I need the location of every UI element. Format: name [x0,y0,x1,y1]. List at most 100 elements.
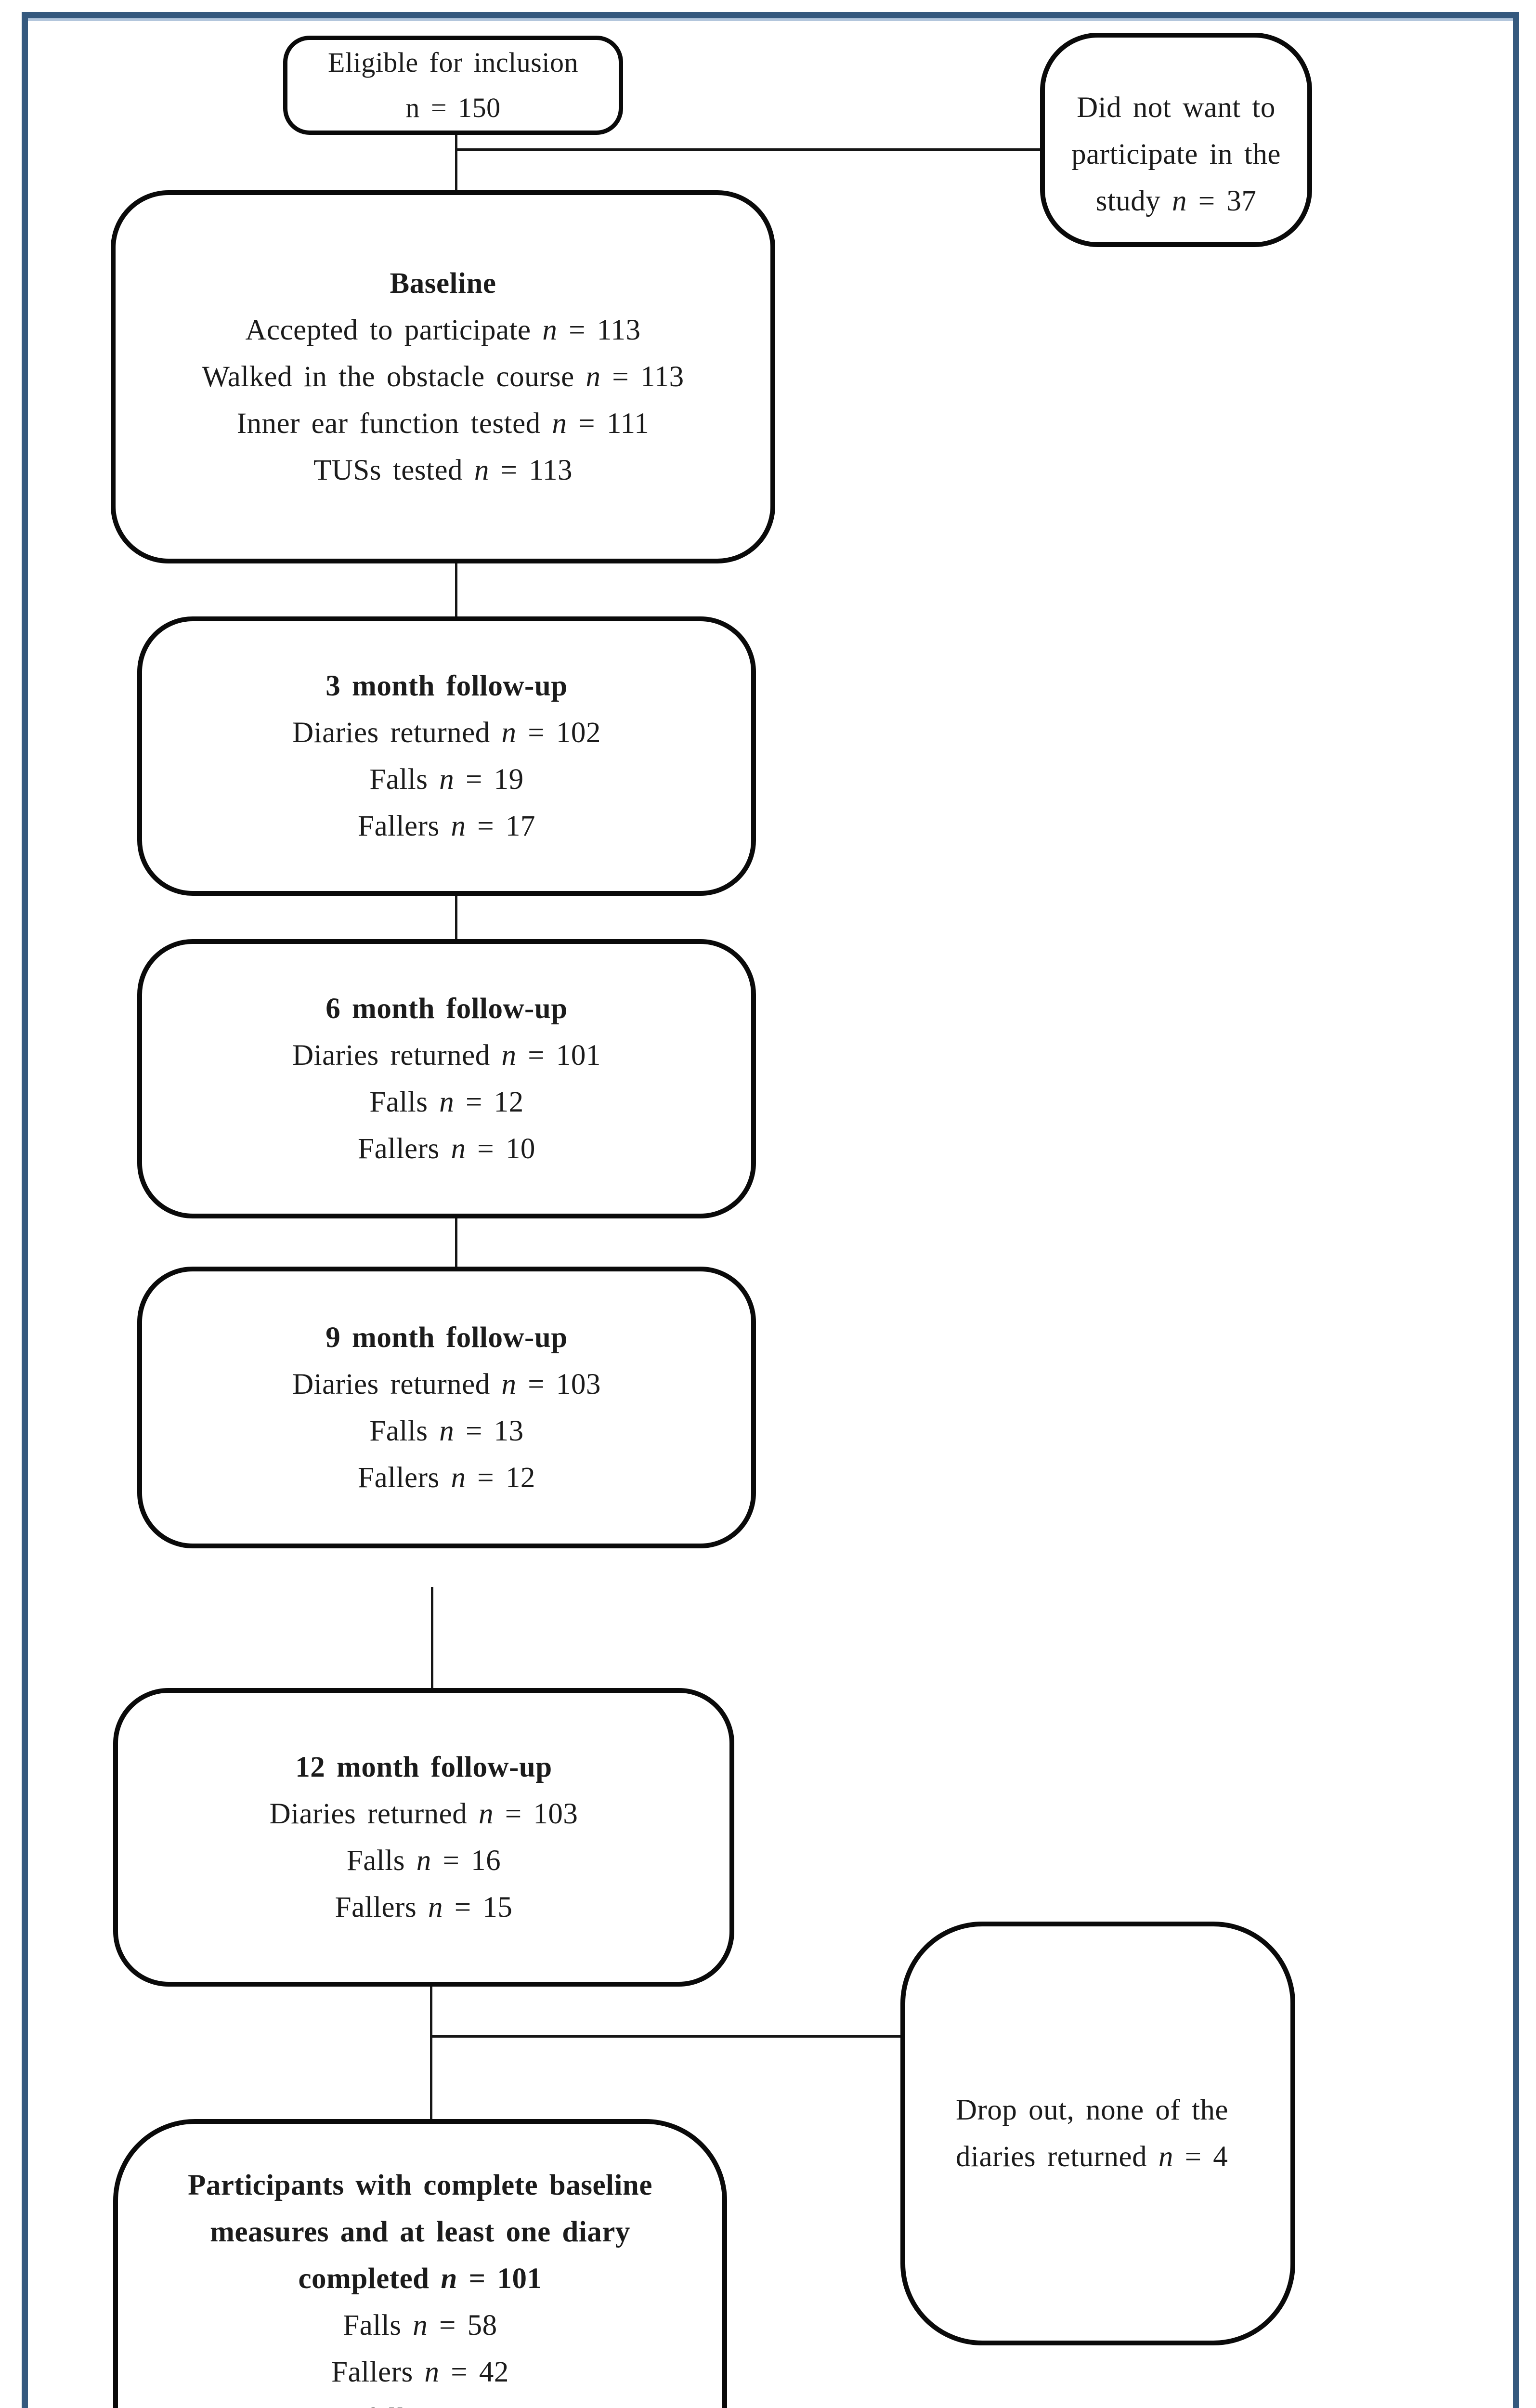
text-segment: = 58 [428,2309,497,2342]
text-segment: = 113 [557,314,641,346]
text-segment: Eligible for inclusion [328,47,578,78]
connector-baseline-to-3month [455,562,457,618]
text-segment: 6 month follow-up [325,993,568,1025]
text-line: Fallers n = 10 [358,1125,535,1172]
text-line: 12 month follow-up [295,1744,552,1791]
text-segment: completed [298,2263,441,2295]
text-line: Fallers n = 15 [335,1884,513,1931]
text-segment: = 37 [1187,185,1257,217]
text-segment: Fallers [331,2356,425,2388]
text-segment: Diaries returned [292,717,502,749]
text-segment: = 113 [489,454,573,486]
text-segment: 12 month follow-up [295,1751,552,1783]
text-segment: = 4 [1173,2141,1228,2173]
text-segment: diaries returned [956,2141,1159,2173]
text-segment: Did not want to [1077,92,1276,124]
text-segment: Falls [369,1086,440,1118]
text-line: Falls n = 58 [343,2302,497,2349]
box-eligible-for-inclusion: Eligible for inclusion n = 150 [283,36,623,135]
text-line: participate in the [1071,131,1281,178]
text-segment: Falls [343,2309,413,2342]
text-segment: n [428,1891,443,1924]
text-line: study n = 37 [1096,178,1257,224]
text-segment: = 111 [567,407,650,440]
text-segment: n [586,361,601,393]
text-segment: measures and at least one diary [210,2216,630,2248]
text-line: 6 month follow-up [325,985,567,1032]
text-segment: Walked in the obstacle course [202,361,586,393]
text-segment: n [501,1039,517,1072]
text-line: Participants with complete baseline [188,2162,652,2209]
text-line: Drop out, none of the [956,2087,1228,2133]
text-line: Non-fallers n = 59 [304,2395,536,2408]
text-line: Falls n = 19 [369,756,523,803]
text-line: Diaries returned n = 103 [270,1791,578,1837]
text-segment: Drop out, none of the [956,2094,1228,2126]
connector-branch-to-declined [456,148,1041,151]
text-segment: = 103 [516,1368,601,1400]
text-segment: Fallers [358,1461,451,1494]
text-line: Falls n = 13 [369,1408,523,1454]
text-segment: = 12 [466,1461,535,1494]
text-segment: Falls [369,1414,440,1447]
text-line: 3 month follow-up [325,663,567,709]
text-segment: n [478,1798,494,1830]
text-segment: = 42 [439,2356,509,2388]
text-segment: 9 month follow-up [325,1321,568,1354]
text-segment: = 102 [516,717,601,749]
text-segment: n [424,2356,440,2388]
page-border [22,12,1519,2408]
text-segment: = 10 [466,1133,535,1165]
text-segment: = 101 [457,2263,542,2295]
text-segment: = 113 [600,361,684,393]
text-line: Fallers n = 17 [358,803,535,850]
text-segment: n [451,1461,466,1494]
connector-eligible-to-baseline [455,134,457,193]
text-segment: n = 150 [405,92,501,123]
text-segment: n [439,1086,455,1118]
text-segment: TUSs tested [313,454,474,486]
text-segment: Diaries returned [269,1798,479,1830]
text-segment: Diaries returned [292,1039,502,1072]
text-line: Diaries returned n = 103 [292,1361,601,1408]
text-segment: = 12 [454,1086,524,1118]
text-line: n = 150 [405,85,500,131]
text-line: completed n = 101 [298,2255,542,2302]
text-segment: n [451,810,466,842]
text-segment: n [1172,185,1187,217]
text-segment: Non-fallers [304,2403,452,2408]
text-line: Did not want to [1077,84,1276,131]
text-segment: Fallers [335,1891,428,1924]
text-segment: = 101 [516,1039,601,1072]
text-line: Eligible for inclusion [328,40,578,85]
text-line: measures and at least one diary [210,2209,630,2255]
text-segment: n [474,454,489,486]
text-line: Baseline [390,260,496,307]
text-line: Fallers n = 42 [331,2349,509,2395]
text-line: Diaries returned n = 102 [292,709,601,756]
text-segment: Participants with complete baseline [188,2169,652,2201]
text-line: TUSs tested n = 113 [313,447,573,494]
box-participants-complete-baseline: Participants with complete baseline measu… [113,2119,727,2408]
text-segment: n [451,1133,466,1165]
connector-12month-to-final [430,1985,432,2120]
text-line: Falls n = 16 [347,1837,501,1884]
text-segment: = 13 [454,1414,524,1447]
text-segment: n [439,1414,455,1447]
text-segment: Falls [369,763,440,796]
text-segment: Baseline [390,267,496,300]
text-segment: n [501,1368,517,1400]
text-segment: = 19 [454,763,524,796]
text-segment: n [416,1845,431,1877]
text-line: Fallers n = 12 [358,1454,535,1501]
text-segment: n [552,407,567,440]
text-segment: n [452,2403,467,2408]
text-segment: Inner ear function tested [236,407,552,440]
